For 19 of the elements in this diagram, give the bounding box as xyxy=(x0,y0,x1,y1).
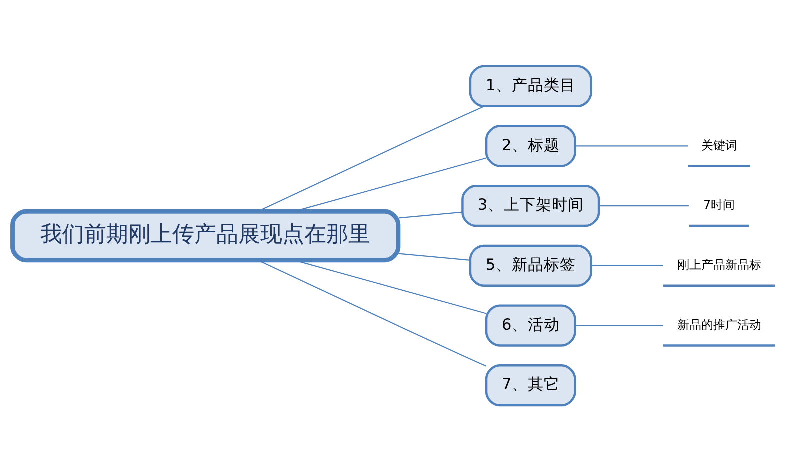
connector xyxy=(576,146,688,147)
node-box: 7、其它 xyxy=(485,364,576,407)
connector xyxy=(398,212,463,219)
node-text: 刚上产品新品标 xyxy=(677,258,762,272)
node-box: 6、活动 xyxy=(485,304,576,347)
connector xyxy=(258,106,485,212)
connector xyxy=(398,253,470,261)
node-box: 我们前期刚上传产品展现点在那里 xyxy=(10,209,401,263)
node-box: 3、上下架时间 xyxy=(462,185,600,228)
connector xyxy=(591,265,664,266)
node-box: 2、标题 xyxy=(485,125,576,168)
node-text: 7时间 xyxy=(703,198,736,212)
connector xyxy=(258,260,487,367)
node-box: 1、产品类目 xyxy=(469,65,592,108)
node-box: 5、新品标签 xyxy=(469,244,592,287)
connector xyxy=(599,206,689,207)
node-text: 新品的推广活动 xyxy=(677,318,762,332)
node-text: 关键词 xyxy=(701,138,738,152)
connector xyxy=(576,325,664,326)
